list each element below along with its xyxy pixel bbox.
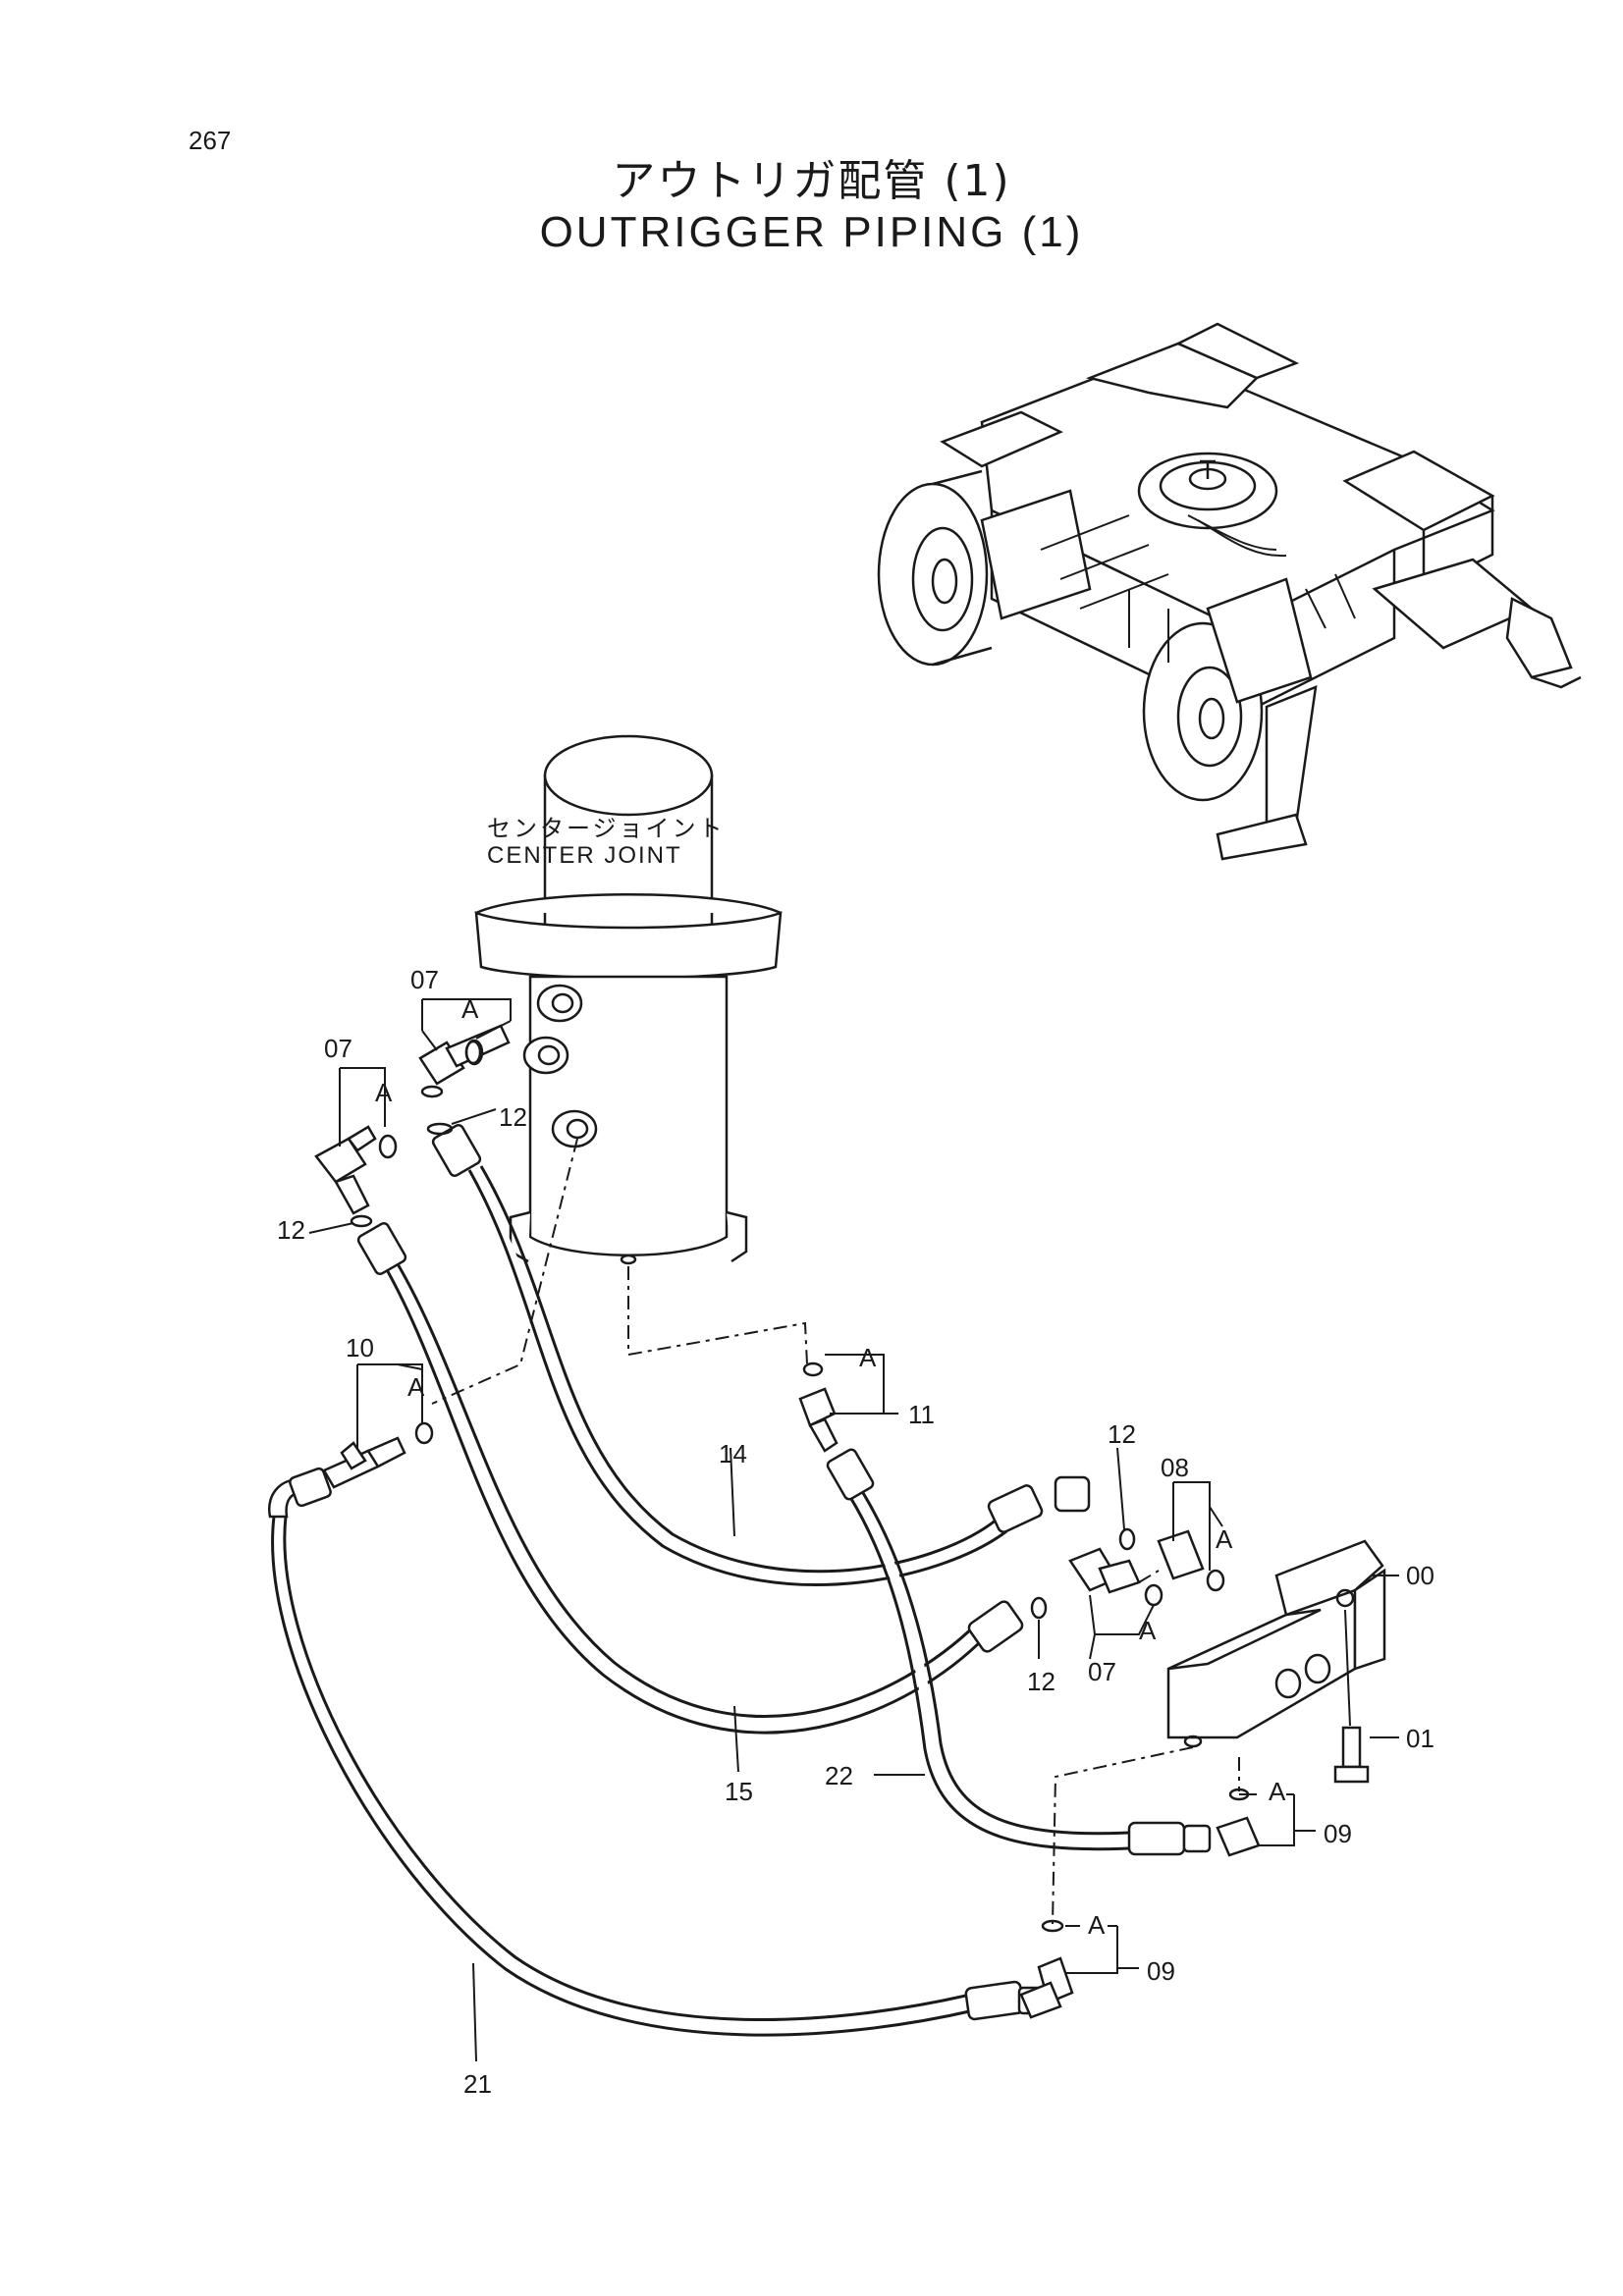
routing-centerlines bbox=[431, 1138, 1240, 1925]
callout-09-right: 09 bbox=[1324, 1819, 1352, 1848]
callout-07-left: 07 bbox=[324, 1034, 352, 1063]
callout-07-upper: 07 bbox=[410, 965, 439, 994]
callout-a-left: A bbox=[375, 1078, 393, 1107]
callout-a-tee: A bbox=[407, 1372, 425, 1402]
callout-a-09-lower: A bbox=[1088, 1910, 1106, 1940]
callout-a-07-lower: A bbox=[1139, 1616, 1157, 1645]
callout-01: 01 bbox=[1406, 1724, 1434, 1753]
callout-a-upper: A bbox=[461, 994, 479, 1024]
callout-12-lower: 12 bbox=[1027, 1667, 1055, 1696]
undercarriage-overview-illustration bbox=[877, 322, 1582, 861]
callout-07-lower: 07 bbox=[1088, 1657, 1116, 1686]
hoses bbox=[267, 1165, 1130, 2037]
callout-14: 14 bbox=[719, 1439, 747, 1468]
callout-15: 15 bbox=[725, 1777, 753, 1806]
center-joint-label-english: CENTER JOINT bbox=[487, 842, 682, 869]
callout-a-08: A bbox=[1216, 1524, 1233, 1554]
callout-a-11: A bbox=[859, 1343, 877, 1372]
title-english: OUTRIGGER PIPING (1) bbox=[539, 208, 1084, 256]
callout-08: 08 bbox=[1161, 1453, 1189, 1482]
hose-end-fittings bbox=[289, 1124, 1212, 2021]
title-japanese: アウトリガ配管 (1) bbox=[612, 156, 1011, 206]
callout-00: 00 bbox=[1406, 1561, 1434, 1590]
callout-11: 11 bbox=[908, 1400, 935, 1429]
callout-12-left: 12 bbox=[277, 1215, 305, 1245]
callout-12-ports: 12 bbox=[499, 1102, 527, 1132]
callout-22: 22 bbox=[825, 1761, 853, 1790]
callout-10: 10 bbox=[346, 1333, 374, 1362]
callout-21: 21 bbox=[463, 2069, 492, 2099]
center-joint-illustration bbox=[474, 734, 783, 1265]
callout-09-lower: 09 bbox=[1147, 1956, 1175, 1986]
callout-leader-lines bbox=[308, 998, 1399, 2062]
valve-block-illustration bbox=[1166, 1539, 1386, 1748]
center-joint-label-japanese: センタージョイント bbox=[487, 815, 726, 842]
callout-12-block: 12 bbox=[1108, 1419, 1136, 1449]
page-number: 267 bbox=[189, 126, 232, 155]
callout-a-09-right: A bbox=[1269, 1777, 1286, 1806]
